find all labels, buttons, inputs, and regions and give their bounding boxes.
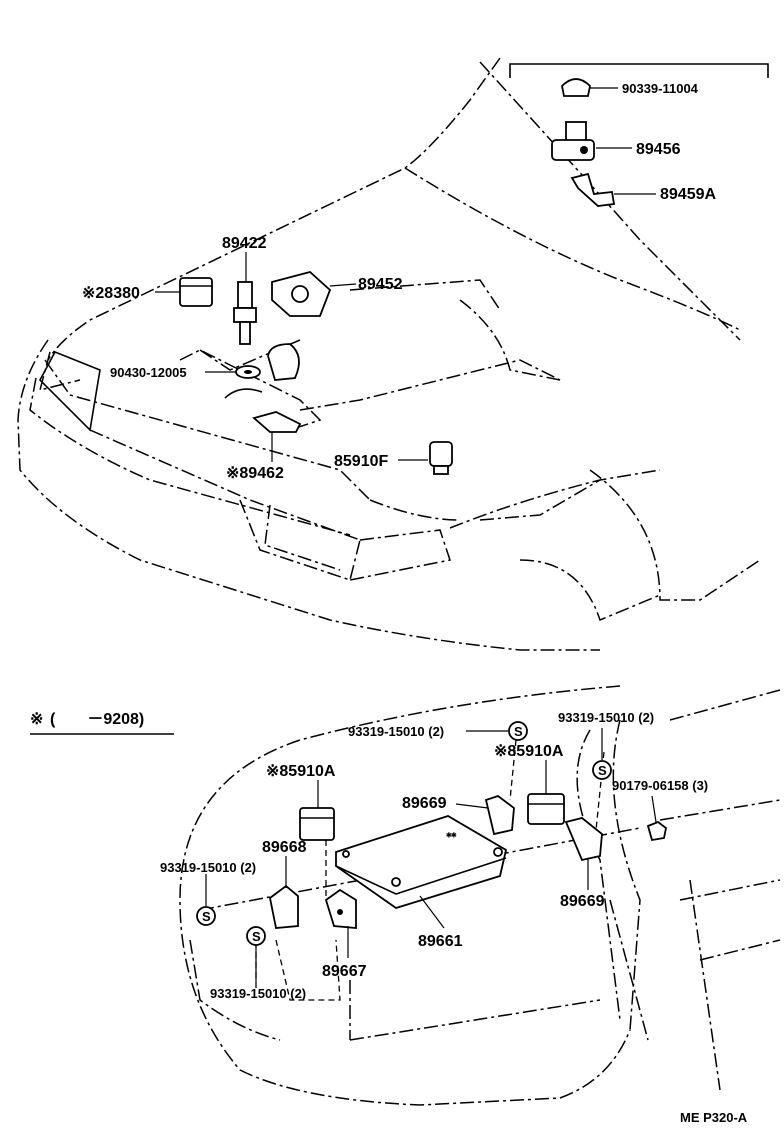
relay-85910A-left-icon [299, 807, 335, 841]
label-89456: 89456 [636, 141, 681, 158]
interior-outline [179, 685, 781, 1106]
bracket-89669-lower-icon [564, 817, 603, 862]
svg-text:S: S [252, 929, 261, 944]
label-89422: 89422 [222, 235, 267, 252]
sensor-89422-icon [233, 281, 257, 345]
label-89462: ※89462 [226, 465, 284, 482]
leader [419, 895, 445, 929]
label-89668: 89668 [262, 839, 307, 856]
nut-90179-icon [646, 820, 667, 842]
screw-symbol-icon: S [196, 906, 216, 926]
note-text: ( －9208) [50, 711, 144, 728]
sensor-89462-icon [224, 388, 302, 433]
label-89459A: 89459A [660, 186, 716, 203]
inset-bracket [509, 63, 769, 78]
svg-text:S: S [202, 909, 211, 924]
label-28380: ※28380 [82, 285, 140, 302]
svg-text:S: S [598, 763, 607, 778]
label-85910A-right: ※85910A [494, 743, 564, 760]
label-93319-15010-a: 93319-15010 (2) [348, 724, 444, 739]
label-90339-11004: 90339-11004 [622, 81, 699, 96]
label-85910A-left: ※85910A [266, 763, 336, 780]
label-93319-15010-c: 93319-15010 (2) [160, 860, 256, 875]
cap-icon [561, 78, 591, 97]
ecu-89661-icon: ᕯ [335, 815, 508, 909]
label-89667: 89667 [322, 963, 367, 980]
relay-28380-icon [179, 277, 213, 307]
washer-90430-icon [235, 365, 261, 379]
leader [651, 795, 657, 823]
svg-text:S: S [514, 724, 523, 739]
relay-85910A-right-icon [527, 793, 565, 825]
note-mark: ※ [30, 711, 43, 728]
note-applicability: ※ ( －9208) [30, 711, 174, 735]
label-90179-06158: 90179-06158 (3) [612, 778, 708, 793]
bracket-89668-icon [269, 884, 299, 929]
label-93319-15010-b: 93319-15010 (2) [558, 710, 654, 725]
screw-symbol-icon: S [508, 721, 528, 741]
label-93319-15010-d: 93319-15010 (2) [210, 986, 306, 1001]
actuator-89452-icon [267, 271, 332, 381]
diagram-code: ME P320-A [680, 1110, 748, 1125]
label-89669-lower: 89669 [560, 893, 605, 910]
bulb-85910F-icon [429, 441, 453, 475]
bracket-89459A-icon [570, 172, 616, 207]
ecu-mark: ᕯ [446, 830, 457, 845]
label-85910F: 85910F [334, 453, 388, 470]
bracket-89667-icon [324, 888, 357, 929]
screw-symbol-icon: S [246, 926, 266, 946]
label-90430-12005: 90430-12005 [110, 365, 187, 380]
car-body-outline [17, 57, 761, 651]
leader [455, 803, 489, 809]
bracket-89669-upper-icon [484, 794, 515, 836]
screw-symbol-icon: S [592, 760, 612, 780]
leader [329, 283, 357, 287]
label-89452: 89452 [358, 276, 403, 293]
sensor-89456-icon [551, 121, 595, 161]
label-89661: 89661 [418, 933, 463, 950]
label-89669-upper: 89669 [402, 795, 447, 812]
